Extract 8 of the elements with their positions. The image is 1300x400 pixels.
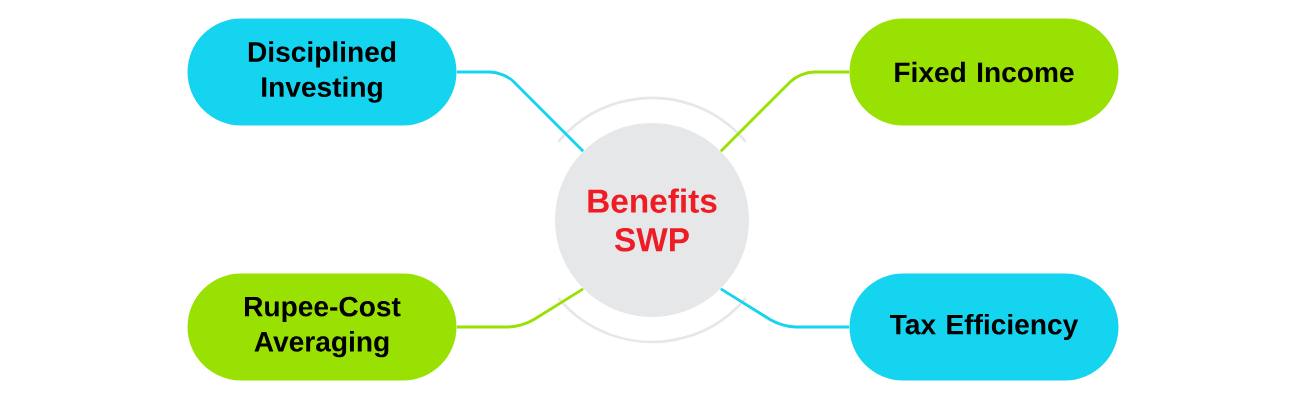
connector-line [719, 70, 850, 153]
benefit-pill: Rupee-Cost Averaging [187, 273, 457, 381]
connector-line [720, 287, 850, 329]
connector-line [456, 287, 584, 329]
connector-line [456, 70, 585, 153]
benefit-pill: Disciplined Investing [187, 18, 457, 126]
benefit-pill: Fixed Income [849, 18, 1119, 126]
benefit-pill: Tax Efficiency [849, 273, 1119, 381]
